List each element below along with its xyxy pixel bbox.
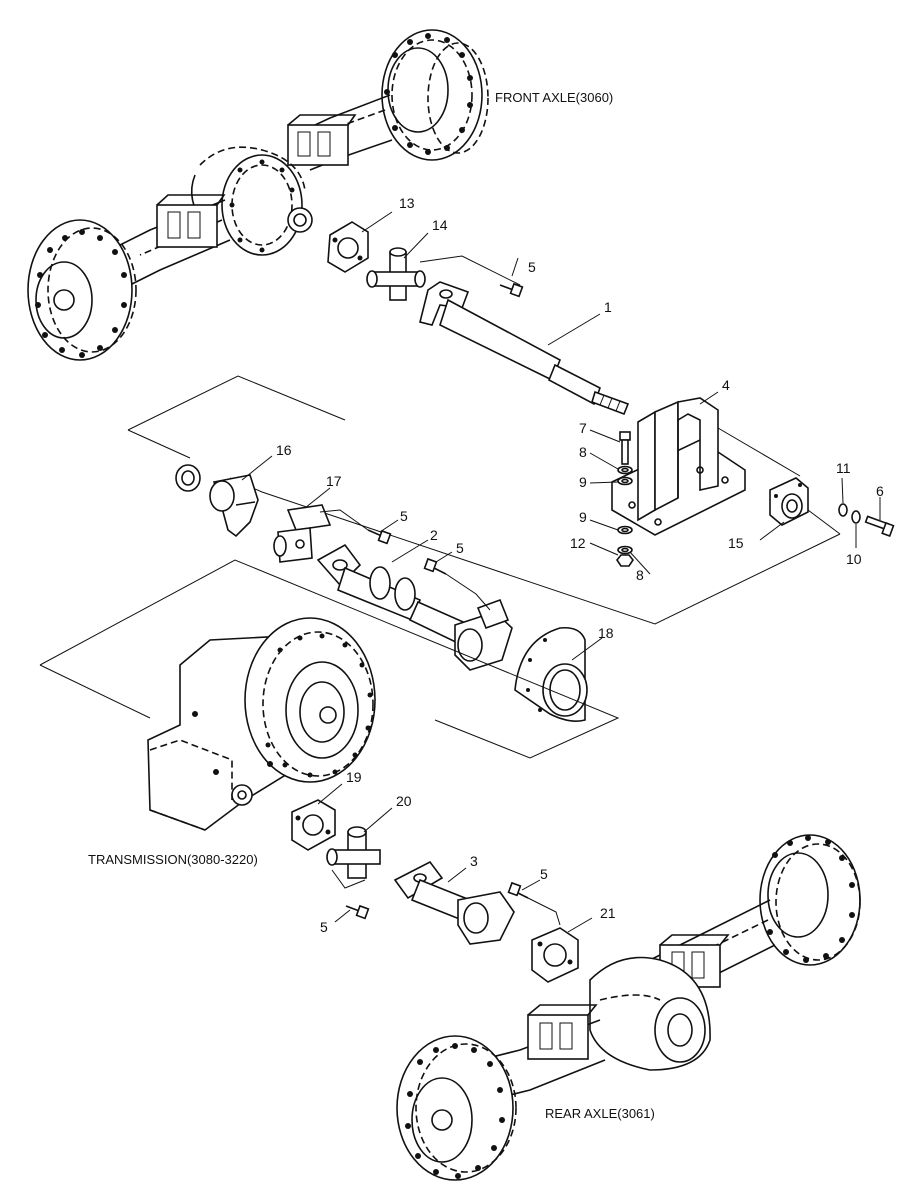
callout-15: 15 <box>728 535 744 551</box>
part-21-flange-yoke <box>531 927 579 983</box>
part-10-washer <box>851 510 861 524</box>
callout-17: 17 <box>326 473 342 489</box>
assembly-line-transmission <box>39 559 620 759</box>
part-5-bolt-lower-right <box>507 881 529 899</box>
callout-9: 9 <box>579 474 587 490</box>
rear-axle <box>396 834 861 1181</box>
callout-9: 9 <box>579 509 587 525</box>
callout-11: 11 <box>836 460 851 476</box>
transmission-caption: TRANSMISSION(3080-3220) <box>88 852 258 867</box>
part-1-drive-shaft <box>419 281 630 416</box>
callout-4: 4 <box>722 377 730 393</box>
part-5-bolt-front <box>499 282 524 298</box>
part-5-bolt-lower-left <box>345 904 370 920</box>
callout-10: 10 <box>846 551 862 567</box>
callout-19: 19 <box>346 769 362 785</box>
part-17-universal-joint <box>273 504 332 563</box>
part-14-universal-joint <box>366 247 426 301</box>
part-5-bolt-upper-mid <box>367 529 392 545</box>
callout-3: 3 <box>470 853 478 869</box>
callout-13: 13 <box>399 195 415 211</box>
callout-2: 2 <box>430 527 438 543</box>
part-4-support-bracket <box>611 397 746 536</box>
part-15-bearing <box>769 477 809 526</box>
callout-12: 12 <box>570 535 586 551</box>
callout-1: 1 <box>604 299 612 315</box>
callout-5: 5 <box>456 540 464 556</box>
part-2-drive-shaft <box>316 543 513 671</box>
part-8-washer-top <box>617 465 633 475</box>
part-11-washer <box>838 503 848 517</box>
part-16-center-support <box>175 464 259 538</box>
callout-16: 16 <box>276 442 292 458</box>
callout-numbers: 13 14 5 1 4 7 8 9 9 12 8 15 11 10 6 16 1… <box>276 195 884 935</box>
front-axle <box>27 29 489 361</box>
callout-20: 20 <box>396 793 412 809</box>
callout-5: 5 <box>320 919 328 935</box>
callout-8: 8 <box>636 567 644 583</box>
rear-axle-caption: REAR AXLE(3061) <box>545 1106 655 1121</box>
callout-14: 14 <box>432 217 448 233</box>
part-9-washer-top <box>617 476 633 486</box>
leader-lines <box>241 211 881 933</box>
part-9-washer-bottom <box>617 525 633 535</box>
assembly-line-front <box>419 255 521 286</box>
callout-6: 6 <box>876 483 884 499</box>
assembly-line-upper-box <box>127 375 346 431</box>
front-axle-caption: FRONT AXLE(3060) <box>495 90 613 105</box>
part-7-bolt <box>619 431 631 465</box>
callout-5: 5 <box>528 259 536 275</box>
callout-7: 7 <box>579 420 587 436</box>
part-20-universal-joint <box>326 826 381 879</box>
part-8-washer-bottom <box>617 545 633 555</box>
part-5-bolt-lower-mid <box>423 557 447 575</box>
callout-5: 5 <box>540 866 548 882</box>
part-12-nut <box>616 554 634 567</box>
callout-18: 18 <box>598 625 614 641</box>
callout-8: 8 <box>579 444 587 460</box>
part-19-flange-yoke <box>291 799 336 851</box>
callout-21: 21 <box>600 905 616 921</box>
callout-5: 5 <box>400 508 408 524</box>
part-6-bolt <box>864 515 895 538</box>
part-13-flange-yoke <box>327 221 369 273</box>
part-3-drive-shaft <box>393 860 515 945</box>
transmission <box>147 617 376 831</box>
part-18-dust-cover <box>514 626 588 722</box>
